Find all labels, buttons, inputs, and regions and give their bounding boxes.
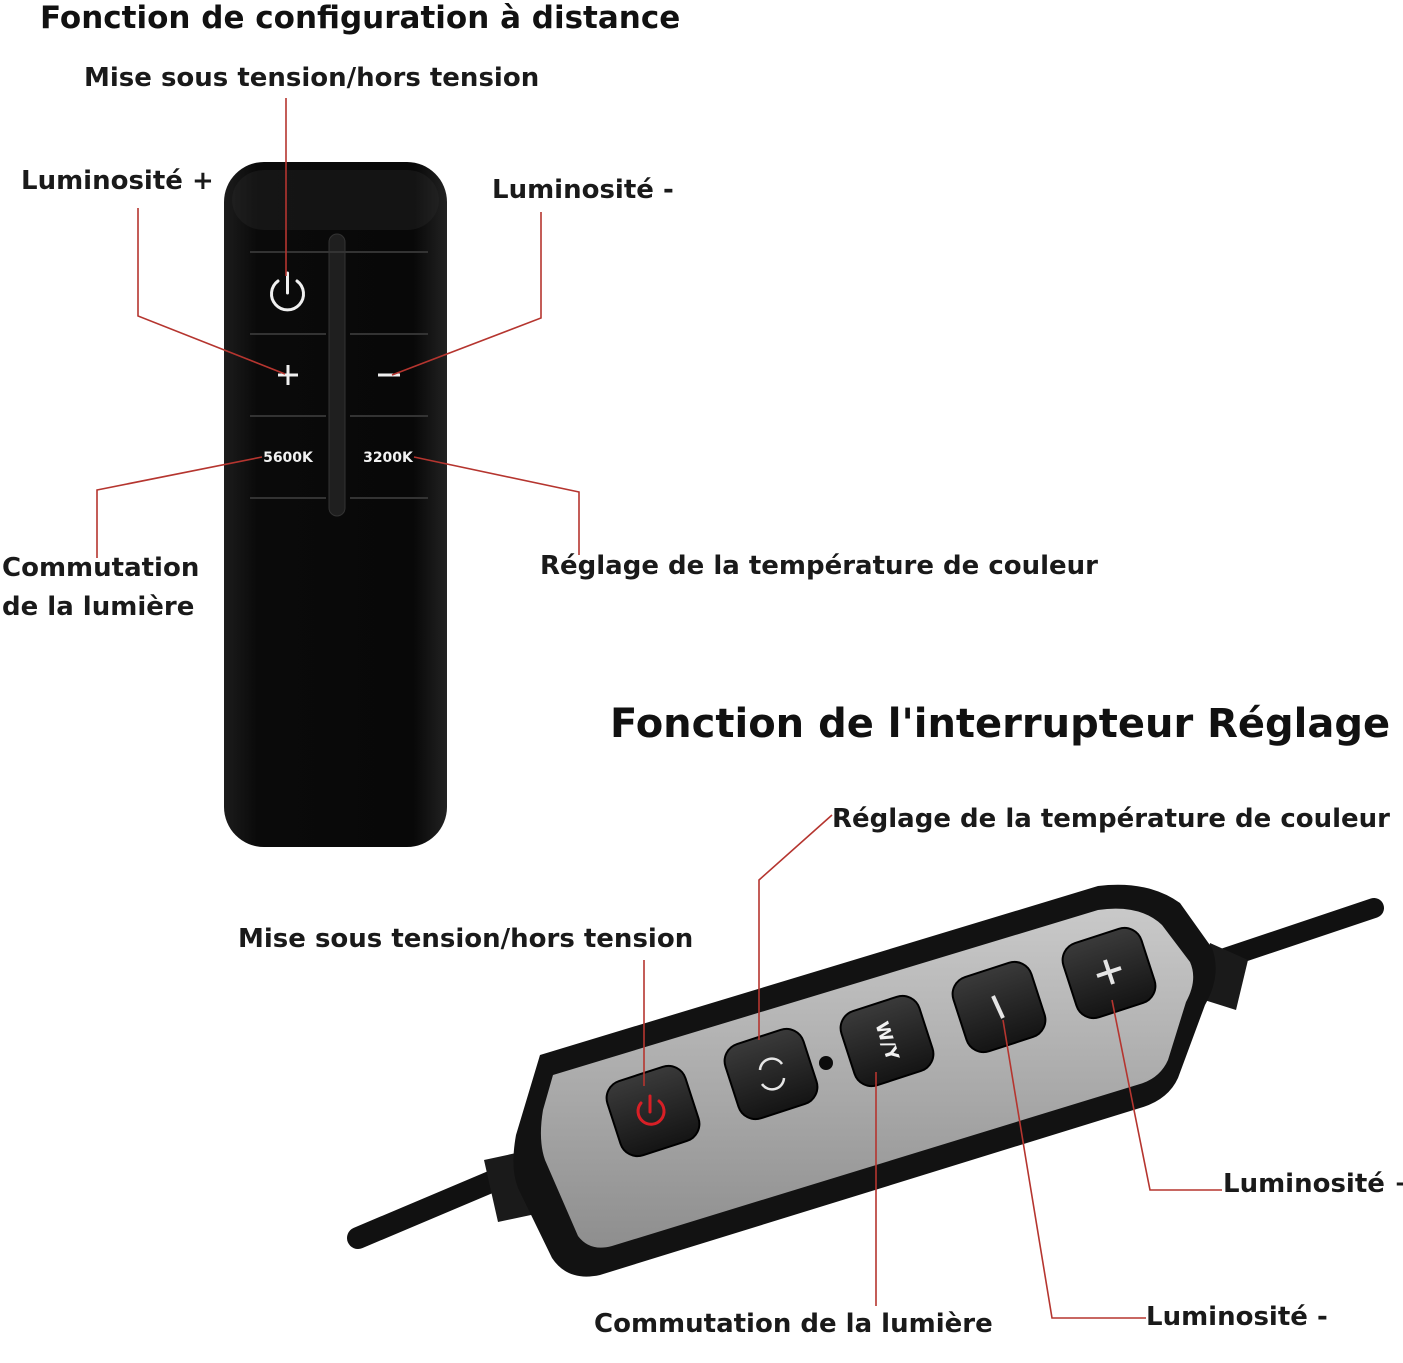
remote-label-light-switch-line2: de la lumière xyxy=(2,592,195,622)
remote-label-color-temp: Réglage de la température de couleur xyxy=(540,551,1098,581)
remote-label-brightness-plus: Luminosité + xyxy=(21,166,214,196)
remote-leader-lines xyxy=(96,98,580,558)
switch-indicator-dot xyxy=(819,1056,833,1070)
switch-light-toggle-button[interactable]: W/Y xyxy=(836,991,938,1091)
remote-label-power: Mise sous tension/hors tension xyxy=(84,63,540,93)
cycle-icon xyxy=(758,1057,786,1091)
remote-3200k-button[interactable]: 3200K xyxy=(363,450,414,466)
plus-icon xyxy=(278,365,298,385)
switch-section-title: Fonction de l'interrupteur Réglage xyxy=(610,701,1391,747)
inline-switch: W/Y xyxy=(347,884,1384,1277)
minus-icon xyxy=(991,995,1005,1019)
leader-remote-3200k xyxy=(413,456,580,555)
remote-5600k-label: 5600K xyxy=(263,450,314,466)
remote-section-title: Fonction de configuration à distance xyxy=(40,0,681,36)
remote-5600k-button[interactable]: 5600K xyxy=(263,450,314,466)
power-icon xyxy=(636,1094,666,1126)
switch-label-brightness-plus: Luminosité + xyxy=(1223,1169,1403,1199)
remote-power-button[interactable] xyxy=(270,271,305,312)
switch-label-brightness-minus: Luminosité - xyxy=(1146,1302,1328,1332)
leader-remote-5600k xyxy=(96,456,263,558)
leader-remote-minus xyxy=(391,212,542,376)
remote-gloss xyxy=(232,170,439,230)
remote-label-brightness-minus: Luminosité - xyxy=(492,175,674,205)
switch-brightness-minus-button[interactable] xyxy=(948,957,1050,1057)
cable-left xyxy=(347,1167,511,1249)
remote-3200k-label: 3200K xyxy=(363,450,414,466)
leader-switch-plus xyxy=(1111,999,1222,1191)
leader-remote-plus xyxy=(137,208,286,375)
switch-wy-key xyxy=(839,994,935,1088)
remote-center-groove xyxy=(328,233,346,517)
leader-switch-color-temp xyxy=(758,814,833,1040)
switch-label-color-temp: Réglage de la température de couleur xyxy=(832,804,1390,834)
leader-switch-minus xyxy=(1002,1019,1146,1319)
remote-key-separators xyxy=(250,251,428,499)
switch-power-button[interactable] xyxy=(602,1061,704,1161)
power-icon xyxy=(270,271,305,312)
plus-icon xyxy=(1096,959,1122,985)
switch-label-power: Mise sous tension/hors tension xyxy=(238,924,694,954)
switch-leader-lines xyxy=(643,814,1222,1319)
switch-brightness-plus-button[interactable] xyxy=(1058,923,1160,1023)
remote-control: 5600K 3200K xyxy=(224,162,447,847)
switch-label-light-switch: Commutation de la lumière xyxy=(594,1309,993,1339)
switch-power-key xyxy=(605,1064,701,1158)
remote-brightness-plus-button[interactable] xyxy=(278,365,298,385)
cable-right xyxy=(1215,898,1384,968)
remote-label-light-switch-line1: Commutation xyxy=(2,553,200,583)
